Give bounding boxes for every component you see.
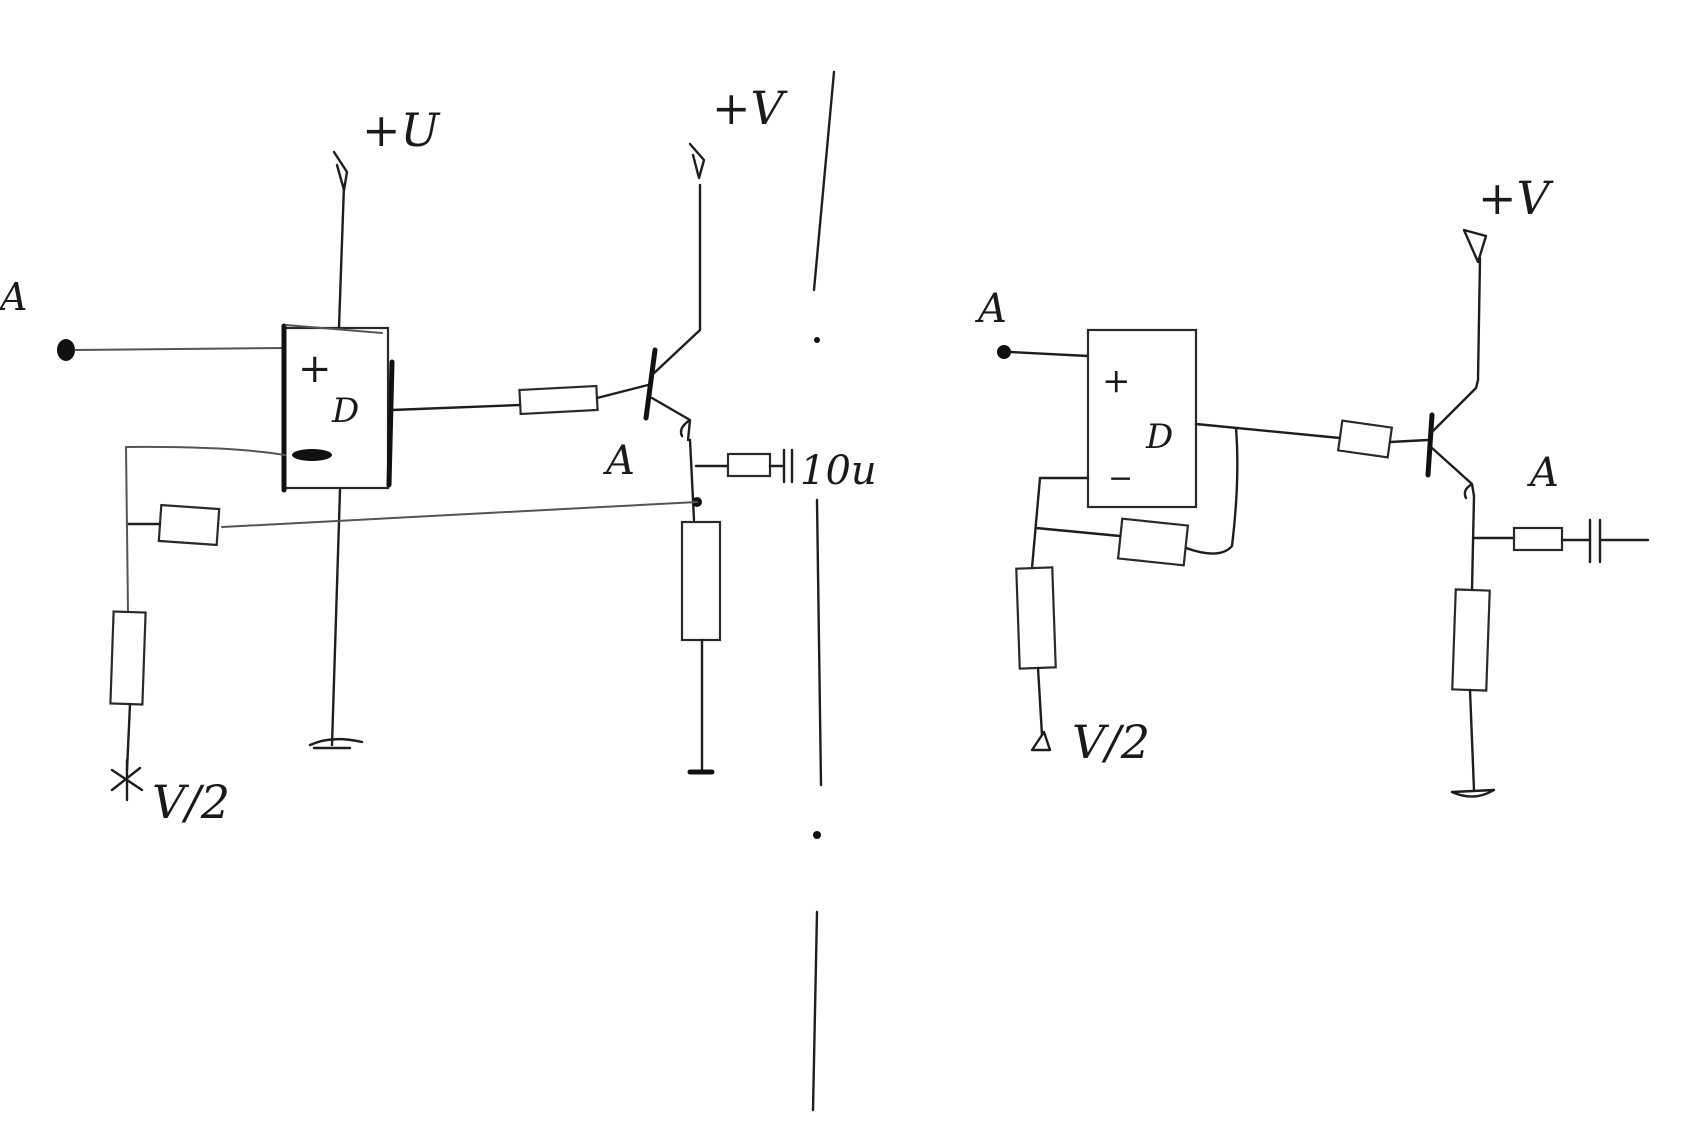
right-circuit: A + − D V/2 +V A [974,171,1650,798]
right-base-wire [1388,438,1430,444]
left-opamp-supply-label: +U [362,103,442,157]
left-transistor-emitter [650,396,692,442]
right-bias-label: V/2 [1072,715,1150,769]
right-bias-symbol [1030,730,1052,752]
left-input-wire [74,347,284,351]
left-feedback-wire [221,501,698,528]
right-feedback-resistor [1116,517,1190,567]
divider-upper [812,70,836,292]
left-emitter-resistor [680,520,722,642]
divider-dot-1 [814,337,820,343]
right-transistor-supply-label: +V [1478,171,1555,225]
left-output-capacitor [768,448,794,484]
page-divider [811,70,836,1112]
right-feedback-tap [1034,526,1122,538]
right-input-terminal [997,345,1011,359]
right-input-wire [1008,350,1090,358]
left-feedback-resistor [157,503,221,547]
left-opamp-plus: + [298,346,332,392]
right-output-label: A [1526,450,1559,496]
right-bias-resistor [1015,566,1057,670]
left-output-label: A [602,438,635,484]
right-base-resistor [1336,419,1394,459]
right-emitter-ground-symbol [1450,788,1496,798]
left-bias-symbol [110,758,144,802]
right-transistor-emitter [1430,446,1476,500]
divider-dot-2 [813,831,821,839]
left-transistor-supply-label: +V [712,81,789,135]
right-opamp-minus: − [1108,461,1133,496]
left-input-label: A [0,275,27,319]
right-input-label: A [974,286,1007,332]
left-output-value: 10u [800,448,877,494]
left-opamp-minus-mark [292,449,332,461]
left-bias-resistor [109,610,147,706]
left-opamp-supply-wire [337,183,346,329]
right-opamp-body [1086,328,1198,509]
right-emitter-wire [1470,494,1476,592]
left-output-wire [390,403,522,412]
right-collector-supply-wire [1476,256,1482,382]
left-transistor-base-bar [643,347,658,421]
left-collector-supply-arrow [688,142,706,180]
divider-lower [811,910,819,1112]
left-bias-label: V/2 [152,775,230,829]
left-base-wire [595,383,650,400]
divider-middle [815,498,823,787]
left-inverting-wire [125,445,286,613]
left-opamp-symbol: D [331,391,359,431]
right-emitter-resistor [1451,588,1491,692]
right-transistor-base-bar [1425,412,1435,478]
left-transistor-collector [650,328,702,377]
right-emitter-ground-wire [1468,688,1476,792]
right-collector-supply-arrow [1462,228,1488,264]
left-circuit: A + D +U +V A 10u [0,81,877,829]
right-transistor-collector [1430,378,1480,434]
left-opamp-supply-arrow [332,150,349,192]
left-opamp-top-edge [285,324,383,334]
left-emitter-wire [688,438,696,522]
left-input-terminal [57,339,75,361]
right-inverting-wire [1030,476,1090,570]
right-opamp-symbol: D [1145,417,1173,457]
right-output-capacitor [1560,518,1650,564]
right-bias-wire [1036,666,1044,737]
left-opamp-ground-symbol [308,737,364,750]
left-base-resistor [518,384,599,416]
left-opamp-ground-wire [330,488,342,747]
right-output-resistor [1512,526,1564,552]
left-output-resistor [726,452,772,478]
right-feedback-loop [1184,426,1239,555]
right-output-wire [1194,422,1342,440]
left-opamp-edge-right [386,359,395,488]
right-opamp-plus: + [1102,361,1131,401]
